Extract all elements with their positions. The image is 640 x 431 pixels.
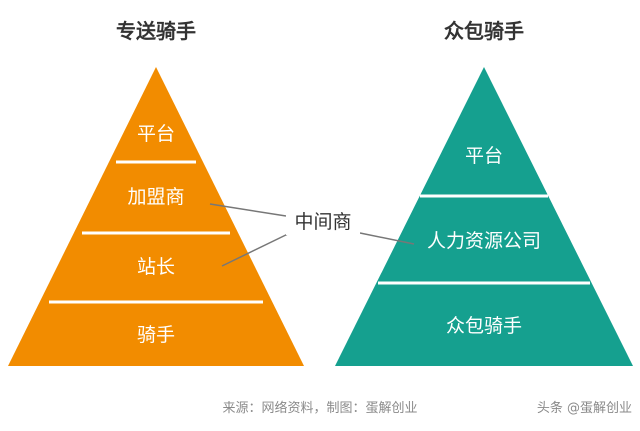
right-level-crowd-rider: 众包骑手 xyxy=(446,315,522,337)
left-level-rider: 骑手 xyxy=(137,324,175,346)
middleman-label-bg xyxy=(286,205,360,235)
right-level-platform: 平台 xyxy=(465,145,503,167)
right-pyramid-shape xyxy=(335,67,633,366)
left-level-platform: 平台 xyxy=(137,123,175,145)
source-note: 来源：网络资料，制图：蛋解创业 xyxy=(222,400,417,416)
right-level-hr-company: 人力资源公司 xyxy=(427,230,541,252)
left-pyramid-shape xyxy=(8,67,304,366)
right-pyramid: 平台 人力资源公司 众包骑手 xyxy=(335,67,633,366)
left-level-station-manager: 站长 xyxy=(137,256,175,278)
watermark: 头条 @蛋解创业 xyxy=(537,400,632,416)
middleman-label: 中间商 xyxy=(294,211,351,233)
middleman-connectors xyxy=(209,203,415,267)
left-pyramid-title: 专送骑手 xyxy=(116,19,196,43)
left-level-franchisee: 加盟商 xyxy=(127,186,184,208)
right-pyramid-title: 众包骑手 xyxy=(444,19,524,43)
connector-to-hr-company xyxy=(359,232,415,245)
connector-to-station-manager xyxy=(221,231,293,267)
connector-to-franchisee xyxy=(209,203,287,217)
left-pyramid: 平台 加盟商 站长 骑手 xyxy=(8,67,304,366)
